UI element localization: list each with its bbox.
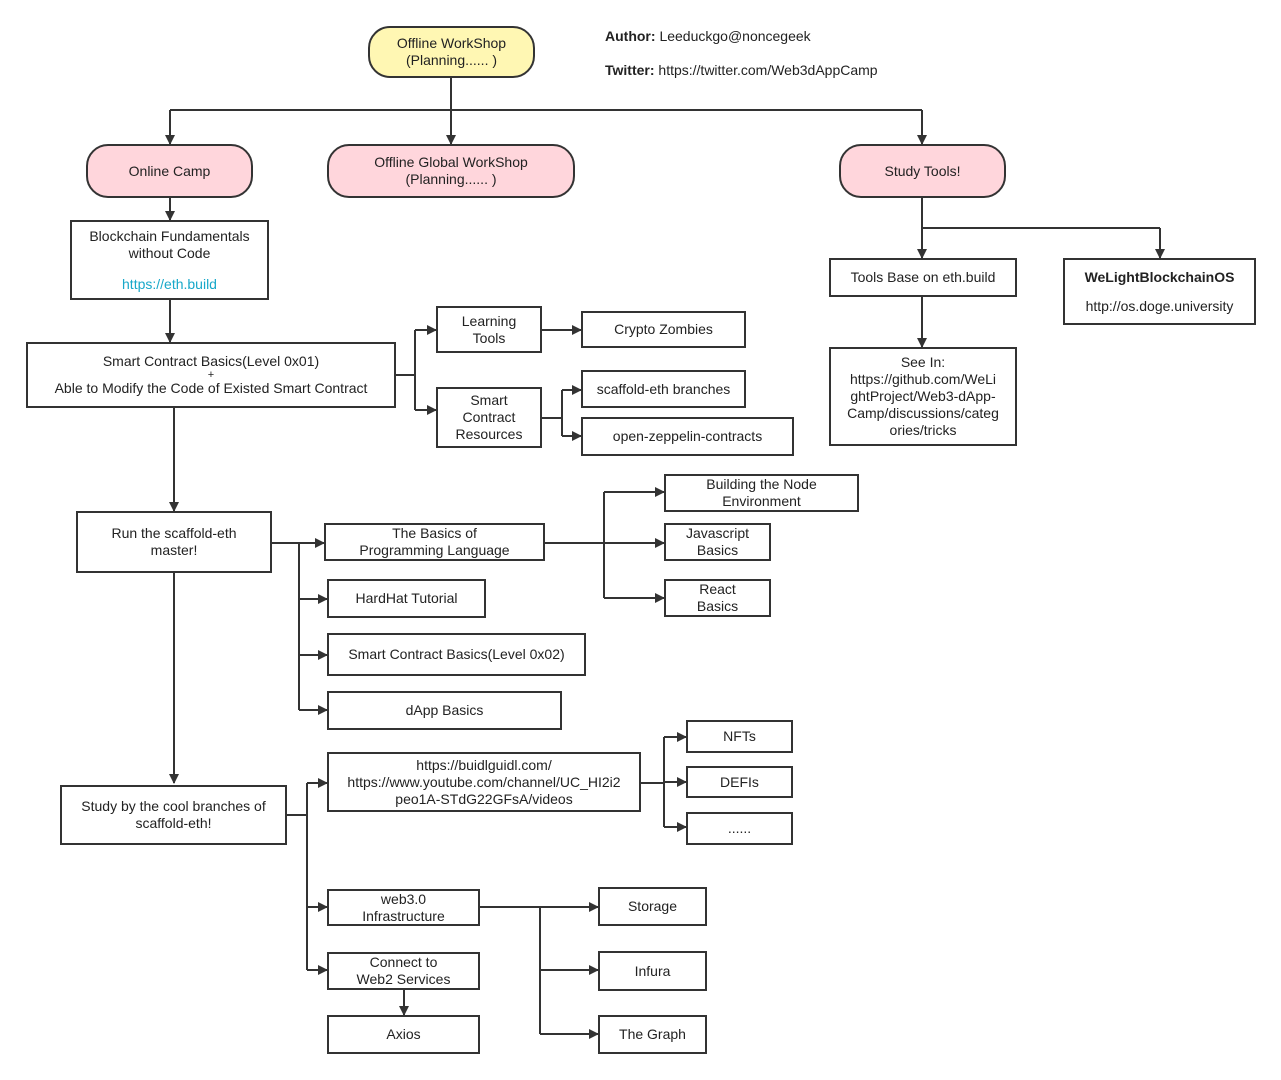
node-open-zeppelin-contracts: open-zeppelin-contracts [581, 417, 794, 456]
author-value: Leeduckgo@noncegeek [659, 28, 811, 44]
node-text: Basics [696, 542, 739, 558]
node-text: Study by the cool branches of [81, 798, 266, 814]
node-text: DEFIs [720, 773, 759, 790]
node-text: https://www.youtube.com/channel/UC_HI2i2 [347, 773, 621, 790]
node-text: See In: [900, 354, 946, 370]
node-welight-blockchain-os: WeLightBlockchainOS http://os.doge.unive… [1063, 258, 1256, 325]
node-text: https://buidlguidl.com/ [416, 756, 552, 773]
node-storage: Storage [598, 887, 707, 926]
node-text: Smart Contract Basics(Level 0x01) [102, 353, 320, 369]
node-text: Offline Global WorkShop [374, 154, 528, 170]
node-text: Learning [461, 312, 517, 329]
node-dapp-basics: dApp Basics [327, 691, 562, 730]
node-learning-tools: Learning Tools [436, 306, 542, 353]
node-text: Online Camp [128, 162, 211, 179]
node-text: Tools [472, 329, 506, 346]
node-buidlguidl-links: https://buidlguidl.com/ https://www.yout… [327, 752, 641, 812]
node-building-node-environment: Building the Node Environment [664, 474, 859, 512]
node-text: Environment [722, 493, 801, 509]
node-text: Axios [386, 1026, 421, 1042]
node-connect-web2-services: Connect to Web2 Services [327, 952, 480, 990]
node-text: + [207, 369, 215, 381]
node-text: Smart [470, 392, 508, 408]
node-smart-contract-resources: Smart Contract Resources [436, 387, 542, 448]
node-text: Offline WorkShop [396, 35, 507, 51]
node-text: Blockchain Fundamentals [89, 227, 250, 244]
node-text: Basics [696, 598, 739, 614]
node-smart-contract-basics-0x01: Smart Contract Basics(Level 0x01) + Able… [26, 342, 396, 408]
node-text: Infrastructure [362, 907, 445, 924]
node-text: React [699, 581, 736, 597]
node-infura: Infura [598, 951, 707, 991]
node-axios: Axios [327, 1015, 480, 1054]
twitter-label: Twitter: [605, 62, 655, 78]
node-javascript-basics: Javascript Basics [664, 523, 771, 561]
node-scaffold-eth-branches: scaffold-eth branches [581, 370, 746, 408]
node-text: Infura [634, 962, 671, 979]
node-text: Crypto Zombies [614, 321, 713, 337]
twitter-line: Twitter: https://twitter.com/Web3dAppCam… [605, 62, 878, 78]
node-text: Storage [627, 898, 678, 914]
eth-build-link[interactable]: https://eth.build [122, 275, 217, 292]
node-the-graph: The Graph [598, 1015, 707, 1054]
node-study-tools: Study Tools! [839, 144, 1006, 198]
node-text: Contract [462, 409, 516, 425]
node-more: ...... [686, 812, 793, 845]
node-text: master! [150, 542, 198, 558]
node-text: Able to Modify the Code of Existed Smart… [54, 380, 368, 396]
node-text: Javascript [685, 525, 750, 541]
node-text: scaffold-eth! [135, 815, 212, 831]
node-blockchain-fundamentals: Blockchain Fundamentals without Code htt… [70, 220, 269, 300]
node-text: Programming Language [359, 542, 510, 558]
node-text: without Code [128, 244, 211, 261]
node-text: Resources [455, 426, 523, 442]
node-text: ...... [727, 820, 752, 836]
node-text: HardHat Tutorial [355, 590, 458, 606]
node-study-cool-branches: Study by the cool branches of scaffold-e… [60, 785, 287, 845]
node-see-in: See In: https://github.com/WeLi ghtProje… [829, 347, 1017, 446]
node-text: Tools Base on eth.build [850, 269, 996, 285]
node-text: The Basics of [392, 525, 477, 541]
node-nfts: NFTs [686, 720, 793, 753]
node-text: scaffold-eth branches [596, 380, 731, 397]
node-text: (Planning...... ) [405, 52, 498, 68]
node-online-camp: Online Camp [86, 144, 253, 198]
node-react-basics: React Basics [664, 579, 771, 617]
welight-link[interactable]: http://os.doge.university [1085, 297, 1234, 314]
node-text: (Planning...... ) [405, 171, 497, 187]
see-in-link[interactable]: ghtProject/Web3-dApp- [850, 388, 996, 404]
node-offline-workshop: Offline WorkShop (Planning...... ) [368, 26, 535, 78]
node-defis: DEFIs [686, 766, 793, 798]
node-web3-infrastructure: web3.0 Infrastructure [327, 889, 480, 926]
node-text: web3.0 [380, 890, 427, 907]
node-text: Connect to [369, 954, 438, 970]
see-in-link[interactable]: ories/tricks [889, 422, 957, 438]
node-smart-contract-basics-0x02: Smart Contract Basics(Level 0x02) [327, 633, 586, 676]
node-offline-global-workshop: Offline Global WorkShop (Planning...... … [327, 144, 575, 198]
see-in-link[interactable]: https://github.com/WeLi [849, 371, 997, 387]
node-text: open-zeppelin-contracts [612, 428, 763, 444]
node-text: Smart Contract Basics(Level 0x02) [348, 646, 565, 662]
node-text: peo1A-STdG22GFsA/videos [395, 790, 573, 807]
node-text: The Graph [619, 1026, 686, 1042]
node-text: NFTs [723, 728, 756, 744]
see-in-link[interactable]: Camp/discussions/categ [847, 405, 999, 421]
node-programming-basics: The Basics of Programming Language [324, 523, 545, 561]
node-hardhat-tutorial: HardHat Tutorial [327, 579, 486, 618]
twitter-value: https://twitter.com/Web3dAppCamp [658, 62, 878, 78]
node-text: Building the Node [706, 476, 817, 492]
node-text: Study Tools! [884, 162, 961, 179]
node-crypto-zombies: Crypto Zombies [581, 311, 746, 348]
node-text: dApp Basics [405, 702, 484, 718]
node-text: Web2 Services [356, 971, 451, 987]
node-run-scaffold-eth: Run the scaffold-eth master! [76, 511, 272, 573]
node-text: WeLightBlockchainOS [1084, 268, 1235, 285]
node-text: Run the scaffold-eth [111, 525, 237, 541]
node-tools-eth-build: Tools Base on eth.build [829, 258, 1017, 297]
author-label: Author: [605, 28, 656, 44]
author-line: Author: Leeduckgo@noncegeek [605, 28, 811, 44]
